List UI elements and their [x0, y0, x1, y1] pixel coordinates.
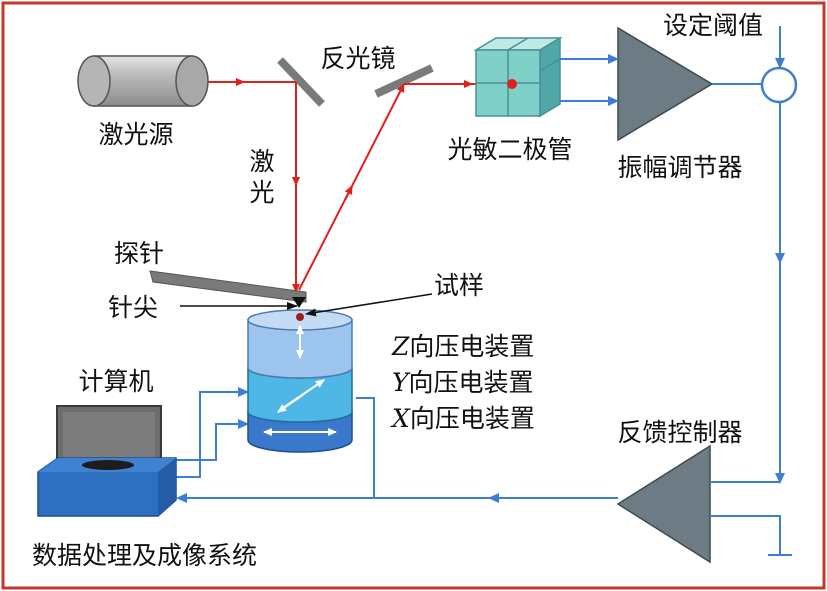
comparator-icon — [760, 66, 798, 104]
laser-char-1-label: 激 — [249, 147, 274, 176]
y-piezo-text: 向压电装置 — [409, 368, 534, 397]
laser-source-label: 激光源 — [98, 120, 173, 149]
probe-icon — [149, 270, 307, 308]
tip-label: 针尖 — [108, 293, 158, 322]
y-piezo-label: Y向压电装置 — [392, 368, 534, 397]
computer-icon — [37, 405, 177, 517]
laser-beam-path — [208, 78, 510, 293]
amplitude-regulator-icon — [617, 26, 714, 142]
z-piezo-label: Z向压电装置 — [391, 332, 534, 361]
computer-label: 计算机 — [78, 367, 153, 396]
piezo-stack-icon — [247, 309, 353, 453]
mirror-1-icon — [277, 57, 325, 107]
data-system-label: 数据处理及成像系统 — [32, 541, 257, 570]
z-piezo-text: 向压电装置 — [409, 332, 534, 361]
mirror-2-icon — [374, 64, 434, 98]
x-piezo-text: 向压电装置 — [410, 404, 535, 433]
laser-char-2-label: 光 — [249, 178, 274, 207]
feedback-controller-icon — [616, 444, 711, 564]
photodiode-icon — [473, 36, 563, 118]
probe-label: 探针 — [114, 239, 164, 268]
amplitude-regulator-label: 振幅调节器 — [617, 153, 742, 182]
signal-lines — [176, 26, 792, 556]
y-axis-letter: Y — [392, 368, 411, 397]
set-threshold-label: 设定阈值 — [663, 11, 763, 40]
pointer-lines — [180, 293, 433, 317]
z-axis-letter: Z — [391, 332, 410, 361]
x-axis-letter: X — [390, 404, 411, 433]
sample-label: 试样 — [434, 271, 484, 300]
x-piezo-label: X向压电装置 — [390, 404, 535, 433]
laser-source-icon — [77, 55, 209, 107]
photodiode-label: 光敏二极管 — [447, 135, 572, 164]
mirror-label: 反光镜 — [320, 44, 395, 73]
feedback-controller-label: 反馈控制器 — [617, 418, 742, 447]
